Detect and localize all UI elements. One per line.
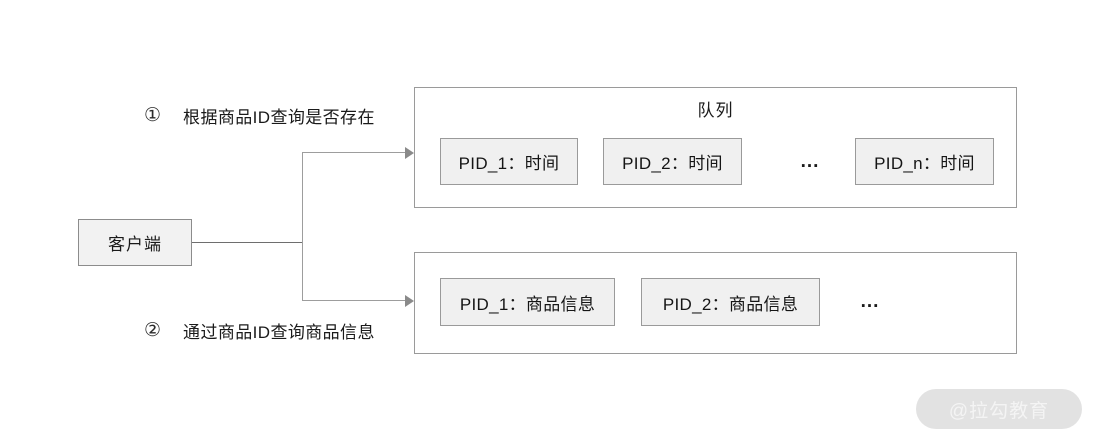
product-info-item-2-label: PID_2：商品信息	[662, 294, 799, 314]
connector-branch-bottom	[302, 300, 405, 301]
step-number-1: ①	[144, 105, 162, 126]
step-text-1: 根据商品ID查询是否存在	[183, 108, 375, 127]
product-info-item-1: PID_1：商品信息	[440, 278, 615, 326]
queue-item-n: PID_n：时间	[855, 138, 994, 185]
step-label-2: ② 通过商品ID查询商品信息	[144, 318, 375, 343]
connector-client-stub	[192, 242, 303, 243]
product-info-container: PID_1：商品信息 PID_2：商品信息 ...	[414, 252, 1017, 354]
queue-item-1: PID_1：时间	[440, 138, 578, 185]
queue-item-2-label: PID_2：时间	[622, 154, 723, 173]
client-node-label: 客户端	[108, 235, 162, 254]
connector-trunk	[302, 152, 303, 301]
queue-items-ellipsis: ...	[800, 150, 820, 172]
step-label-1: ① 根据商品ID查询是否存在	[144, 103, 375, 128]
client-node: 客户端	[78, 219, 192, 266]
product-info-item-2: PID_2：商品信息	[641, 278, 820, 326]
watermark: @拉勾教育	[916, 389, 1082, 429]
watermark-label: @拉勾教育	[948, 400, 1050, 422]
queue-item-2: PID_2：时间	[603, 138, 742, 185]
product-info-items-ellipsis: ...	[860, 291, 880, 312]
arrow-head-top-icon	[405, 147, 414, 159]
step-number-2: ②	[144, 320, 162, 341]
queue-container-title: 队列	[697, 101, 734, 120]
product-info-item-1-label: PID_1：商品信息	[459, 294, 596, 314]
queue-item-n-label: PID_n：时间	[874, 154, 975, 173]
connector-branch-top	[302, 152, 405, 153]
queue-container: 队列 PID_1：时间 PID_2：时间 ... PID_n：时间	[414, 87, 1017, 208]
step-text-2: 通过商品ID查询商品信息	[183, 323, 375, 342]
queue-item-1-label: PID_1：时间	[458, 154, 560, 173]
arrow-head-bottom-icon	[405, 295, 414, 307]
